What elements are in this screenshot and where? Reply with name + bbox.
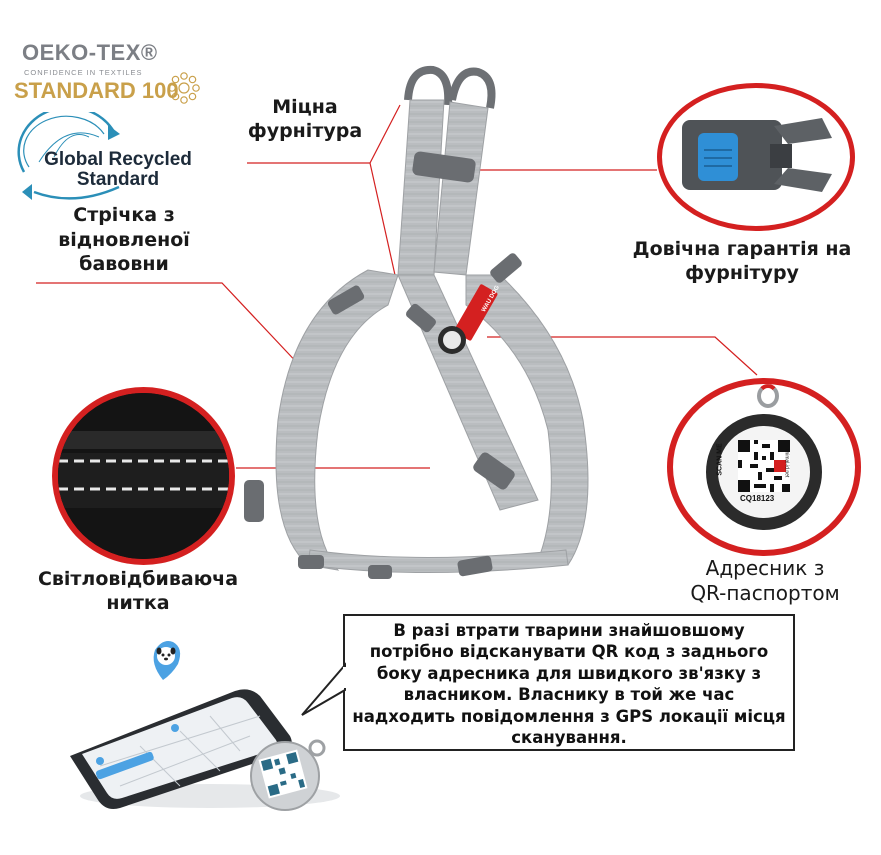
phone-illustration [70,641,340,811]
grs-title: Global Recycled Standard [38,150,198,190]
grs-line1: Global Recycled [44,149,192,170]
tag-ring [757,384,779,408]
qr-tag-scan-label: SCAN ME [716,443,724,476]
info-box-pointer [301,662,347,716]
scanned-tag-icon [250,739,326,811]
oeko-tex-logo: OEKO-TEX® CONFIDENCE IN TEXTILES STANDAR… [14,40,200,110]
qr-info-box: В разі втрати тварини знайшовшому потріб… [343,614,795,751]
harness-illustration [244,65,589,579]
side-buckle-left [244,480,264,522]
oeko-tex-flower-icon [168,72,200,104]
qr-tag-code: CQ18123 [740,494,775,503]
qr-code-icon [738,440,790,492]
cotton-line3: бавовни [79,253,169,276]
reflective-line2: нитка [106,591,170,614]
oeko-tex-standard: STANDARD 100 [14,78,179,103]
d-ring-left [404,65,453,106]
qr-tag-site: animal-id.net [783,448,790,478]
strap-keeper-3 [490,253,522,283]
oeko-tex-title: OEKO-TEX® [22,40,158,65]
buckle-zoom-circle [657,83,855,231]
side-buckle-right [473,452,515,490]
qr-tag-zoom-circle: SCAN ME animal-id.net CQ18123 [667,378,861,556]
cotton-label: Стрічка з відновленої бавовни [44,203,204,277]
globe-arrows-icon [17,112,120,200]
hardware-line2: фурнітура [247,119,363,142]
reflective-label: Світловідбиваюча нитка [18,568,258,616]
warranty-line1: Довічна гарантія на [632,238,852,260]
warranty-label: Довічна гарантія на фурнітуру [616,238,868,286]
reflective-strap-icon [58,393,229,559]
reflective-zoom-circle [52,387,235,565]
neck-slider [412,151,476,183]
oeko-tex-subtitle: CONFIDENCE IN TEXTILES [24,68,143,77]
map-marker-mid [171,724,179,732]
buckle-icon [682,118,832,192]
strap-keeper-6 [457,555,493,577]
grs-line2: Standard [76,168,160,190]
tag-line1: Адресник з [705,556,825,580]
d-ring-right [448,67,496,109]
strap-keeper-1 [327,285,365,315]
tag-line2: QR-паспортом [690,581,840,605]
strap-keeper-4 [298,555,324,569]
grs-logo: Global Recycled Standard [4,112,204,202]
tag-label: Адресник з QR-паспортом [660,556,870,606]
hardware-label: Міцна фурнітура [240,96,370,144]
hardware-line1: Міцна [272,96,338,118]
qr-tag-body: SCAN ME animal-id.net CQ18123 [706,414,822,530]
strap-keeper-5 [368,565,392,579]
strap-keeper-2 [406,303,436,333]
warranty-line2: фурнітуру [685,261,799,284]
reflective-line1: Світловідбиваюча [37,568,239,590]
cotton-line1: Стрічка з [73,204,175,226]
map-marker-left [96,757,104,765]
cotton-line2: відновленої [58,228,190,251]
